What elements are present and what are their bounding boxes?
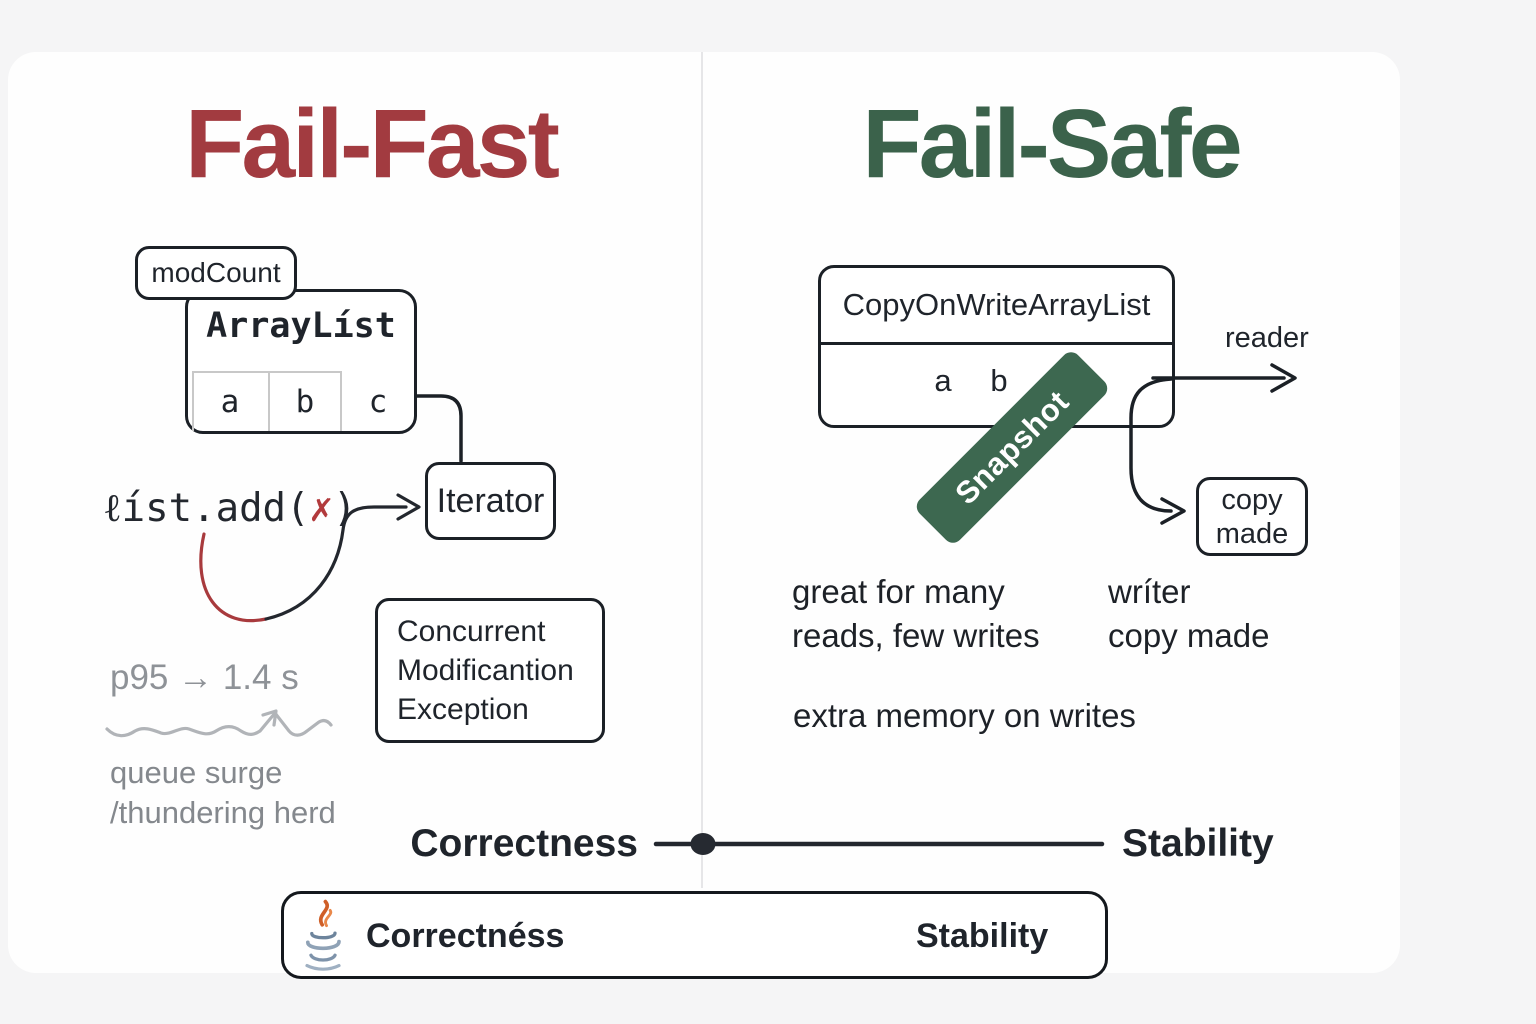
java-logo-icon (305, 899, 341, 971)
legend-correctness-label: Correctnéss (366, 917, 565, 955)
writer-note-line-2: copy made (1108, 617, 1270, 654)
arraylist-cell-grid (192, 371, 342, 431)
annotation-line-2: /thundering herd (110, 795, 336, 830)
java-cup-body (305, 939, 341, 951)
arraylist-cell-c: c (368, 384, 388, 420)
cow-cell-b: b (990, 363, 1008, 398)
arraylist-title: ArrayLíst (206, 306, 396, 346)
java-steam-inner (324, 908, 333, 928)
cow-cell-a: a (934, 363, 952, 398)
java-saucer (305, 964, 341, 971)
list-add-code: ℓíst.add(✗) (103, 486, 357, 531)
code-suffix: ) (333, 486, 357, 531)
reads-note: great for many reads, few writes (792, 570, 1040, 658)
copyonwritearraylist-box: CopyOnWriteArrayList a b (818, 265, 1175, 428)
legend-bar (281, 891, 1108, 979)
slider-correctness-label: Correctness (410, 822, 638, 865)
copy-made-box: copy made (1196, 477, 1308, 556)
annotation-line-1: queue surge (110, 755, 283, 790)
writer-note: wríter copy made (1108, 570, 1269, 658)
writer-note-line-1: wríter (1108, 573, 1191, 610)
cell-separator (268, 373, 270, 431)
code-prefix: ℓíst.add( (103, 486, 310, 531)
slider-stability-label: Stability (1122, 822, 1274, 865)
exception-line-2: Modificantion (397, 654, 574, 687)
arraylist-cell-a: a (220, 384, 240, 420)
queue-surge-annotation: queue surge /thundering herd (110, 753, 336, 833)
exception-line-1: Concurrent (397, 615, 546, 648)
memory-note: extra memory on writes (793, 697, 1136, 734)
fail-fast-title: Fail-Fast (185, 89, 560, 198)
reads-note-line-1: great for many (792, 573, 1005, 610)
arraylist-box (185, 289, 417, 434)
iterator-box: Iterator (425, 462, 556, 540)
java-cup-rim (310, 931, 337, 940)
concurrent-modification-exception-box: Concurrent Modificantion Exception (375, 598, 605, 743)
java-cup-base (309, 953, 337, 962)
legend-stability-label: Stability (916, 917, 1049, 955)
p95-latency-label: p95 → 1.4 s (110, 658, 299, 697)
arraylist-cell-b: b (295, 384, 315, 420)
exception-line-3: Exception (397, 693, 529, 726)
cow-box-title: CopyOnWriteArrayList (821, 268, 1172, 345)
reads-note-line-2: reads, few writes (792, 617, 1040, 654)
modcount-pill: modCount (135, 246, 297, 300)
copy-made-line-2: made (1215, 517, 1289, 550)
reader-label: reader (1225, 322, 1309, 354)
copy-made-line-1: copy (1221, 483, 1283, 516)
x-mark-icon: ✗ (309, 486, 334, 531)
fail-safe-title: Fail-Safe (862, 89, 1242, 198)
panel-divider (701, 52, 703, 888)
java-steam-outer (318, 899, 329, 927)
